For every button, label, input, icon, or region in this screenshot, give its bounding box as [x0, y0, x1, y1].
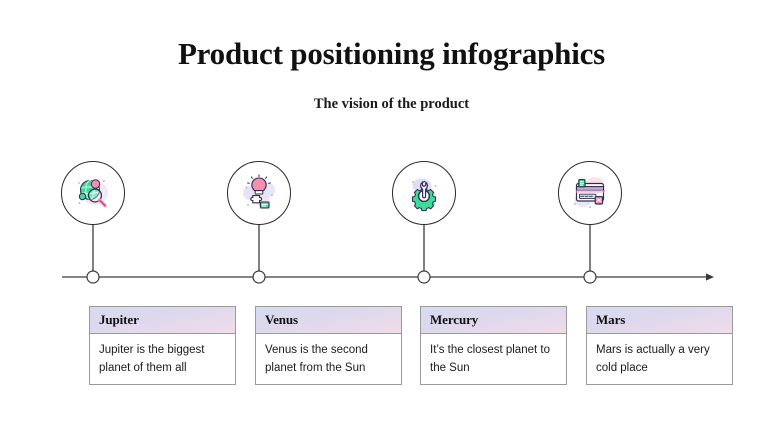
timeline-card-1[interactable]: Jupiter Jupiter is the biggest planet of… — [89, 306, 236, 385]
card-body-4: Mars is actually a very cold place — [587, 334, 732, 384]
page-title: Product positioning infographics — [177, 36, 606, 71]
timeline-card-3[interactable]: Mercury It’s the closest planet to the S… — [420, 306, 567, 385]
card-header-4: Mars — [587, 307, 732, 334]
card-title-4: Mars — [596, 312, 626, 327]
credit-cards-icon — [574, 177, 606, 208]
card-description-1: Jupiter is the biggest planet of them al… — [99, 344, 205, 374]
card-title-2: Venus — [265, 312, 298, 327]
lightbulb-puzzle-icon — [243, 174, 275, 209]
timeline-node-2-bubble[interactable] — [227, 161, 291, 225]
page-subtitle: The vision of the product — [313, 96, 470, 112]
timeline-card-4[interactable]: Mars Mars is actually a very cold place — [586, 306, 733, 385]
card-body-1: Jupiter is the biggest planet of them al… — [90, 334, 235, 384]
card-title-1: Jupiter — [99, 312, 139, 327]
card-header-3: Mercury — [421, 307, 566, 334]
card-body-3: It’s the closest planet to the Sun — [421, 334, 566, 384]
timeline-node-1-bubble[interactable] — [61, 161, 125, 225]
card-body-2: Venus is the second planet from the Sun — [256, 334, 401, 384]
card-header-2: Venus — [256, 307, 401, 334]
card-description-2: Venus is the second planet from the Sun — [265, 344, 368, 374]
card-title-3: Mercury — [430, 312, 479, 327]
gear-wrench-icon — [411, 178, 437, 212]
card-header-1: Jupiter — [90, 307, 235, 334]
card-description-4: Mars is actually a very cold place — [596, 344, 710, 374]
card-description-3: It’s the closest planet to the Sun — [430, 344, 550, 374]
timeline-card-2[interactable]: Venus Venus is the second planet from th… — [255, 306, 402, 385]
globe-magnifier-icon — [78, 179, 108, 208]
timeline-node-4-bubble[interactable] — [558, 161, 622, 225]
timeline-node-3-bubble[interactable] — [392, 161, 456, 225]
